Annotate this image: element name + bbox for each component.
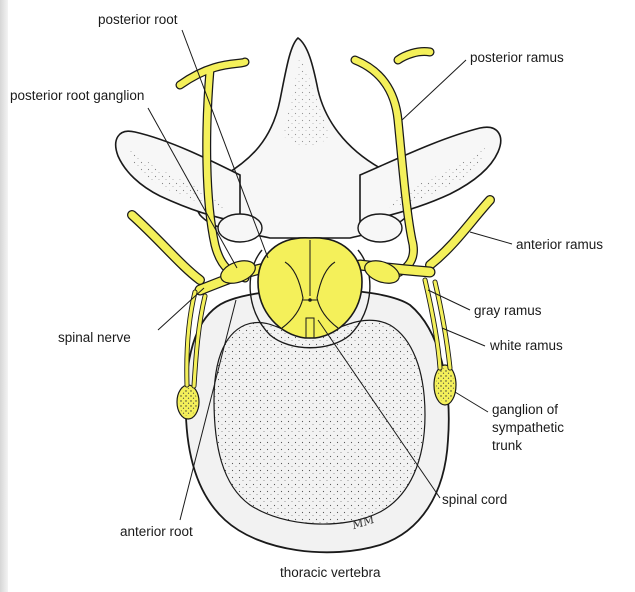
right-articular-facet [358,214,402,242]
label-spinal-nerve: spinal nerve [58,330,131,346]
right-ganglion-stipple [436,368,454,402]
central-canal [308,298,312,302]
label-spinal-cord: spinal cord [442,492,507,508]
left-articular-facet [218,214,262,242]
label-gray-ramus: gray ramus [474,303,542,319]
vertebral-body-inner [214,320,425,524]
label-posterior-root: posterior root [98,12,178,28]
label-ganglion-line3: trunk [492,438,522,454]
label-anterior-root: anterior root [120,524,193,540]
label-posterior-ramus: posterior ramus [470,50,564,66]
left-ganglion-stipple [179,388,197,416]
label-white-ramus: white ramus [490,338,563,354]
left-transverse-process [116,131,240,222]
label-posterior-root-ganglion: posterior root ganglion [10,88,144,104]
label-anterior-ramus: anterior ramus [516,237,603,253]
label-ganglion-line1: ganglion of [492,402,558,418]
label-ganglion-line2: sympathetic [492,420,564,436]
label-thoracic-vertebra: thoracic vertebra [280,565,381,581]
